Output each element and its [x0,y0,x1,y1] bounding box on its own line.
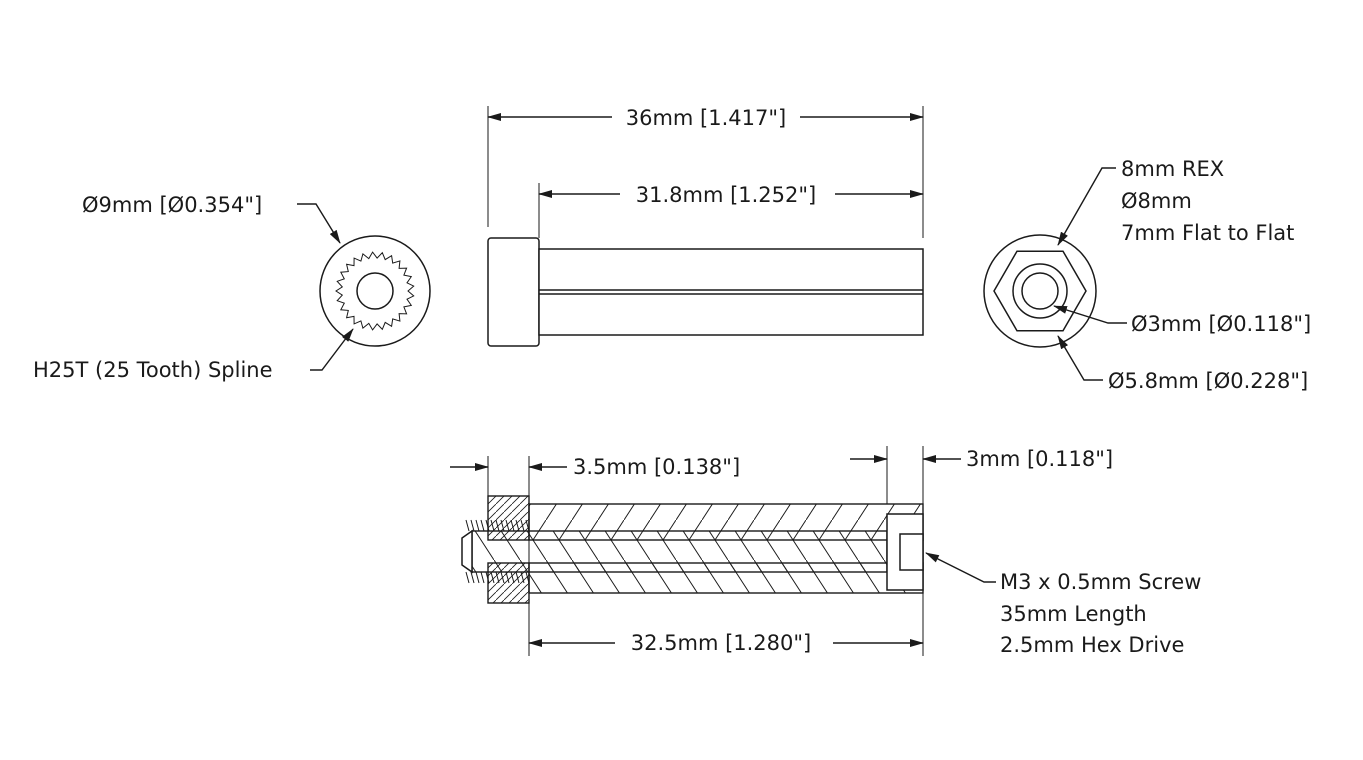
section-screw-core [471,530,888,573]
hex-end-view [983,234,1097,348]
screw-label-line2: 35mm Length [1000,602,1147,626]
spline-diameter-leader [297,203,341,244]
hub-diameter-label: Ø5.8mm [Ø0.228"] [1108,369,1308,393]
screw-label-line1: M3 x 0.5mm Screw [1000,570,1201,594]
hex-bore-circle [1021,272,1059,310]
shaft-length-label: 31.8mm [1.252"] [636,183,817,207]
rex-leader [1057,167,1116,246]
section-view [461,495,924,604]
rex-label-line2: Ø8mm [1121,189,1192,213]
hex-depth-label: 3mm [0.118"] [966,447,1113,471]
bore-leader [1053,305,1127,324]
screw-threads-top [465,519,530,532]
spline-type-label: H25T (25 Tooth) Spline [33,358,273,382]
head-height-label: 3.5mm [0.138"] [573,455,740,479]
screw-threads-bottom [465,571,530,584]
spline-end-view [319,235,431,347]
shaft-head [487,237,540,347]
rex-label-line3: 7mm Flat to Flat [1121,221,1294,245]
shaft-body [538,248,924,336]
spline-diameter-label: Ø9mm [Ø0.354"] [82,193,262,217]
screw-tip [461,529,473,574]
engagement-length-label: 32.5mm [1.280"] [631,631,812,655]
hub-leader [1057,335,1103,381]
hex-drive-socket [899,533,924,571]
spline-teeth [335,251,415,331]
overall-length-label: 36mm [1.417"] [626,106,786,130]
screw-label-line3: 2.5mm Hex Drive [1000,633,1184,657]
spline-bore-circle [356,272,394,310]
bore-diameter-label: Ø3mm [Ø0.118"] [1131,312,1311,336]
spline-type-leader [310,328,354,371]
screw-leader [925,552,996,583]
rex-label-line1: 8mm REX [1121,157,1224,181]
shaft-side-view [487,237,924,347]
